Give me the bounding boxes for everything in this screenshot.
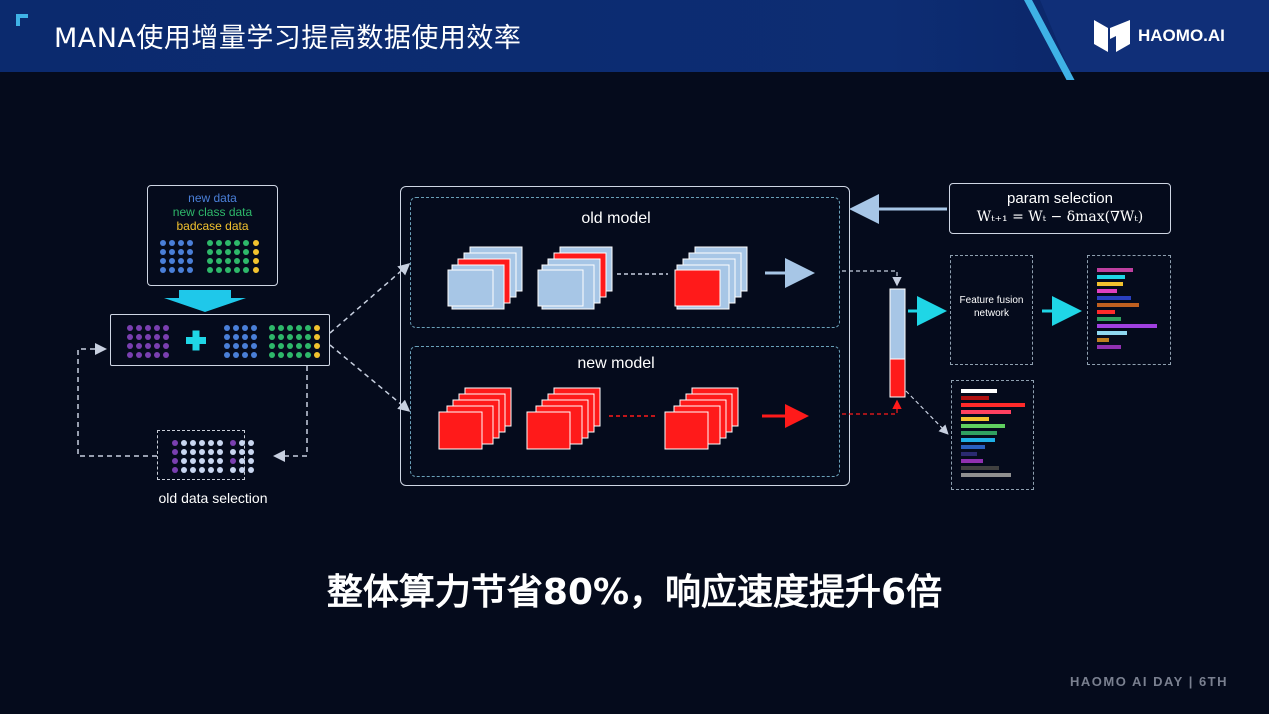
param-selection-box: param selection Wₜ₊₁ = Wₜ − δmax(∇Wₜ) [949, 183, 1171, 234]
feature-fusion-box: Feature fusion network [950, 255, 1033, 365]
combined-data-box [110, 314, 330, 366]
summary-statement: 整体算力节省80%，响应速度提升6倍 [326, 572, 943, 613]
fusion-output-bars [1097, 268, 1157, 349]
combined-dot-grid [127, 325, 320, 358]
param-bar-new [889, 358, 906, 398]
new-data-legend-box: new data new class data badcase data [147, 185, 278, 286]
logo-text: HAOMO.AI [1138, 26, 1225, 45]
param-update-formula: Wₜ₊₁ = Wₜ − δmax(∇Wₜ) [976, 209, 1144, 225]
header-logo-panel [1040, 0, 1269, 72]
corner-mark-icon [16, 14, 28, 26]
new-model-layer-stack-2 [526, 387, 601, 450]
haomo-logo-icon [1094, 20, 1130, 52]
feature-fusion-label: Feature fusion network [959, 295, 1024, 319]
legend-new-data: new data [188, 191, 237, 205]
old-model-layer-stack-1 [447, 246, 523, 310]
legend-new-class-data: new class data [172, 205, 253, 219]
feedback-loop-arrows [77, 263, 411, 462]
plus-icon [186, 330, 206, 351]
old-model-to-bar-connector [842, 270, 902, 287]
new-model-to-bar-connector [842, 399, 902, 415]
new-model-layer-stack-1 [438, 387, 512, 450]
old-model-layer-stack-3 [674, 246, 748, 310]
bar-to-old-output-arrow [905, 390, 949, 435]
old-data-selection-box [157, 430, 245, 480]
old-model-panel [410, 197, 840, 328]
fusion-output-box [1087, 255, 1171, 365]
old-model-label: old model [581, 210, 651, 227]
event-footer-tag: HAOMO AI DAY | 6TH [1070, 674, 1229, 689]
model-container [400, 186, 850, 486]
param-selection-label: param selection [1007, 190, 1113, 207]
down-arrow-icon [164, 290, 246, 312]
old-model-layer-stack-2 [537, 246, 613, 310]
page-title: MANA使用增量学习提高数据使用效率 [54, 23, 522, 54]
new-model-label: new model [577, 355, 655, 372]
legend-dot-grid [160, 240, 259, 273]
new-model-panel [410, 346, 840, 477]
haomo-logo: HAOMO.AI [1094, 20, 1225, 52]
old-data-selection-label: old data selection [158, 490, 268, 506]
old-output-box [951, 380, 1034, 490]
param-bar-old [889, 288, 906, 360]
legend-badcase-data: badcase data [176, 219, 249, 233]
old-data-dot-grid [172, 440, 254, 473]
old-output-bars [961, 389, 1025, 477]
new-model-layer-stack-3 [664, 387, 739, 450]
